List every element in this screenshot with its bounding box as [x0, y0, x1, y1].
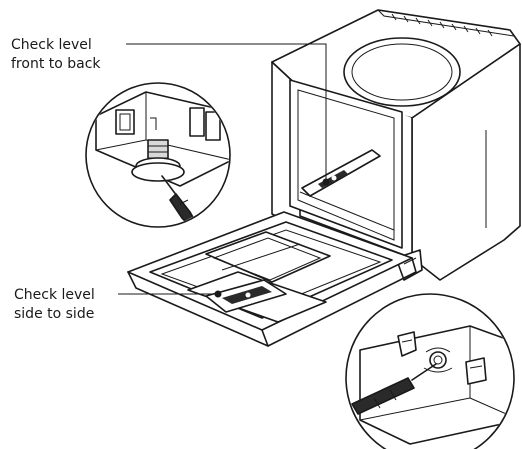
- callout-side-to-side-line2: side to side: [14, 306, 94, 322]
- leader-lines: [118, 43, 330, 298]
- spirit-level-icon: [205, 279, 287, 313]
- leveling-foot-icon: [131, 139, 185, 182]
- callout-front-to-back-line1: Check level: [11, 37, 92, 53]
- screwdriver-icon: [351, 363, 437, 415]
- hinge-adjust-inset: [345, 293, 515, 449]
- leveling-foot-inset: [85, 82, 231, 228]
- callout-front-to-back-line2: front to back: [11, 56, 101, 72]
- callout-side-to-side-line1: Check level: [14, 287, 95, 303]
